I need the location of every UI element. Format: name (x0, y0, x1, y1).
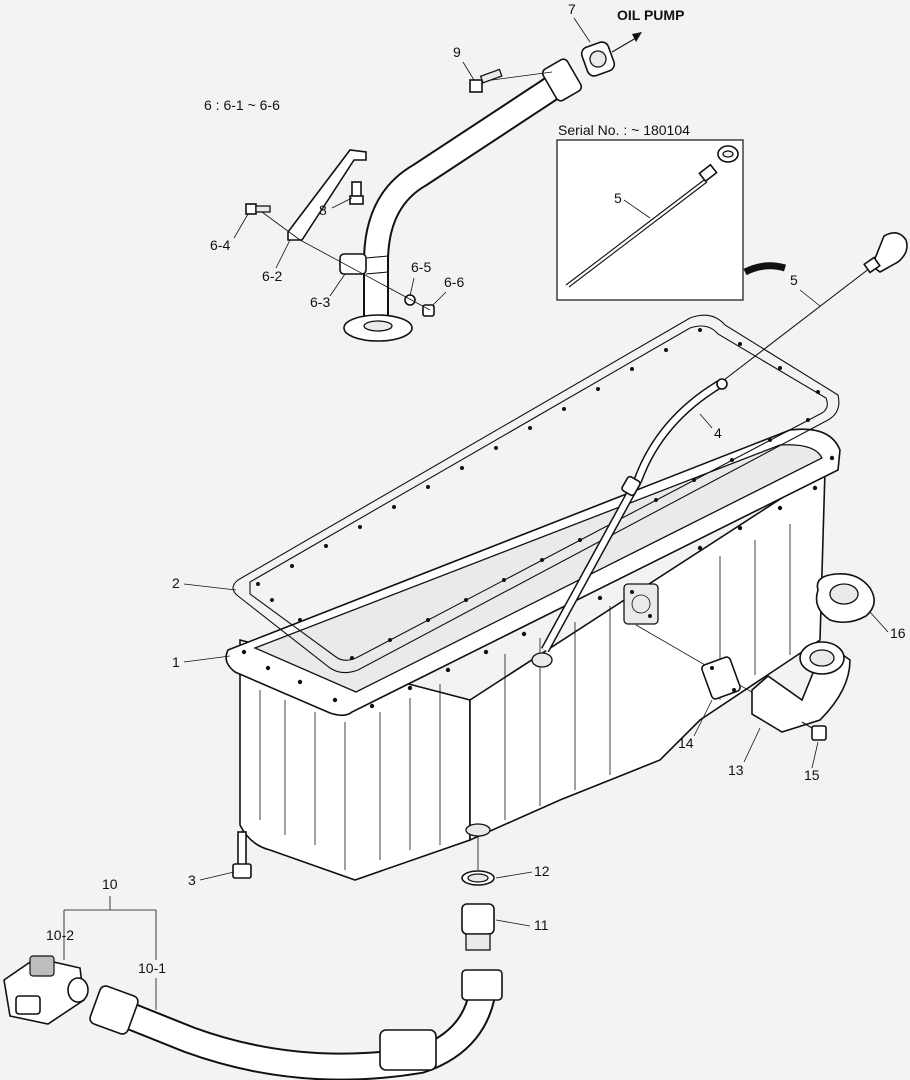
group-note: 6 : 6-1 ~ 6-6 (204, 97, 280, 113)
callout-6-5: 6-5 (411, 259, 431, 275)
callout-10-1: 10-1 (138, 960, 166, 976)
callout-12: 12 (534, 863, 550, 879)
callout-1: 1 (172, 654, 180, 670)
callout-8: 8 (319, 202, 327, 218)
callout-13: 13 (728, 762, 744, 778)
serial-inset: Serial No. : ~ 180104 (556, 122, 787, 301)
oil-pan-gasket (232, 314, 840, 674)
callout-6-4: 6-4 (210, 237, 230, 253)
callout-9: 9 (453, 44, 461, 60)
callout-6-3: 6-3 (310, 294, 330, 310)
annotation-labels: 6 : 6-1 ~ 6-6 OIL PUMP 7 9 8 6-4 6-2 6-3… (46, 1, 906, 1010)
callout-14: 14 (678, 735, 694, 751)
callout-5: 5 (790, 272, 798, 288)
callout-5-inset: 5 (614, 190, 622, 206)
callout-7: 7 (568, 1, 576, 17)
callout-6-2: 6-2 (262, 268, 282, 284)
callout-16: 16 (890, 625, 906, 641)
oil-pump-label: OIL PUMP (617, 7, 684, 23)
oil-pan (225, 428, 841, 881)
callout-11: 11 (534, 917, 549, 933)
serial-number-label: Serial No. : ~ 180104 (558, 122, 690, 138)
callout-2: 2 (172, 575, 180, 591)
callout-10-2: 10-2 (46, 927, 74, 943)
callout-6-6: 6-6 (444, 274, 464, 290)
dipstick-guide-tube (531, 378, 728, 668)
callout-15: 15 (804, 767, 820, 783)
callout-3: 3 (188, 872, 196, 888)
drain-hose (3, 955, 503, 1080)
drain-and-bolt (232, 831, 495, 951)
dipstick (723, 232, 908, 381)
callout-10: 10 (102, 876, 118, 892)
oil-filler-assembly (635, 572, 875, 741)
oil-suction-pipe (245, 32, 642, 342)
callout-4: 4 (714, 425, 722, 441)
